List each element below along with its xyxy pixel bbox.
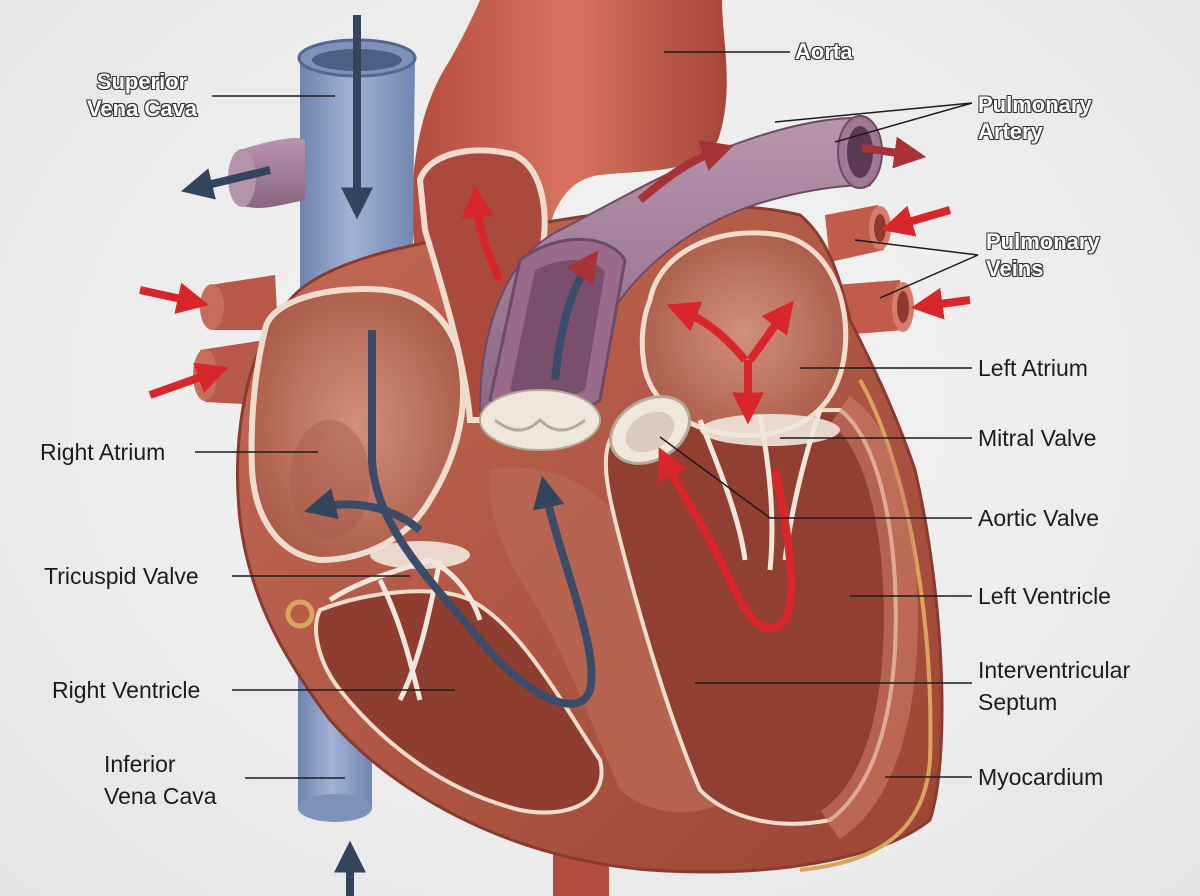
label-left-atrium-text: Left Atrium <box>978 355 1088 381</box>
label-pulmonary-artery-line-1: Pulmonary <box>978 92 1092 117</box>
label-pulmonary-artery-line-2: Artery <box>978 119 1043 144</box>
pulmonary-artery-exit-arrow <box>861 136 927 169</box>
pulmonary-branch-flow-arrow <box>180 166 271 200</box>
pulmonary-vein-in-arrow-4 <box>910 287 971 320</box>
label-inferior-vena-cava-line-2: Vena Cava <box>104 783 217 809</box>
label-left-ventricle: Left Ventricle <box>978 580 1111 612</box>
label-superior-vena-cava: Superior Vena Cava <box>62 68 222 122</box>
label-mitral-valve-text: Mitral Valve <box>978 425 1097 451</box>
label-right-ventricle: Right Ventricle <box>52 674 200 706</box>
pulmonary-vein-in-arrow-1 <box>139 282 210 314</box>
label-aorta: Aorta <box>795 38 852 65</box>
aorta-inner-flow-arrow <box>461 185 504 282</box>
label-interventricular-septum-line-1: Interventricular <box>978 657 1131 683</box>
label-tricuspid-valve: Tricuspid Valve <box>44 560 199 592</box>
leader-pulmonary-veins-1 <box>854 239 979 256</box>
label-aorta-text: Aorta <box>795 39 853 64</box>
label-right-ventricle-text: Right Ventricle <box>52 677 201 703</box>
label-aortic-valve-text: Aortic Valve <box>978 505 1100 531</box>
pulmonary-artery-flow-arrow <box>637 140 734 204</box>
label-tricuspid-valve-text: Tricuspid Valve <box>44 563 199 589</box>
left-atrium-flow-arrow-1 <box>666 301 749 363</box>
label-pulmonary-veins: Pulmonary Veins <box>986 228 1100 282</box>
left-atrium-flow-arrow-2 <box>746 300 794 363</box>
label-pulmonary-veins-line-2: Veins <box>986 256 1044 281</box>
pulmonary-vein-in-arrow-3 <box>881 205 952 237</box>
label-left-atrium: Left Atrium <box>978 352 1088 384</box>
label-superior-vena-cava-line-1: Superior <box>96 69 188 94</box>
pulmonary-trunk-flow-arrow <box>551 250 599 381</box>
label-interventricular-septum: Interventricular Septum <box>978 654 1130 718</box>
right-atrium-flow-arrow <box>368 330 596 708</box>
label-left-ventricle-text: Left Ventricle <box>978 583 1111 609</box>
label-superior-vena-cava-line-2: Vena Cava <box>86 96 198 121</box>
label-interventricular-septum-line-2: Septum <box>978 689 1058 715</box>
label-myocardium-text: Myocardium <box>978 764 1104 790</box>
leader-pulmonary-artery-1 <box>774 102 973 123</box>
leader-pulmonary-veins-2 <box>879 254 979 299</box>
pulmonary-vein-in-arrow-2 <box>148 362 229 399</box>
label-pulmonary-artery: Pulmonary Artery <box>978 91 1092 145</box>
tricuspid-flow-arrow <box>304 488 423 534</box>
left-ventricle-flow-arrow <box>658 447 796 633</box>
label-right-atrium-text: Right Atrium <box>40 439 166 465</box>
label-mitral-valve: Mitral Valve <box>978 422 1096 454</box>
label-inferior-vena-cava: Inferior Vena Cava <box>104 748 217 812</box>
label-inferior-vena-cava-line-1: Inferior <box>104 751 176 777</box>
label-myocardium: Myocardium <box>978 761 1103 793</box>
leader-aortic-valve <box>659 436 972 519</box>
leader-pulmonary-artery-2 <box>834 102 973 143</box>
label-aortic-valve: Aortic Valve <box>978 502 1099 534</box>
label-pulmonary-veins-line-1: Pulmonary <box>986 229 1100 254</box>
label-right-atrium: Right Atrium <box>40 436 165 468</box>
